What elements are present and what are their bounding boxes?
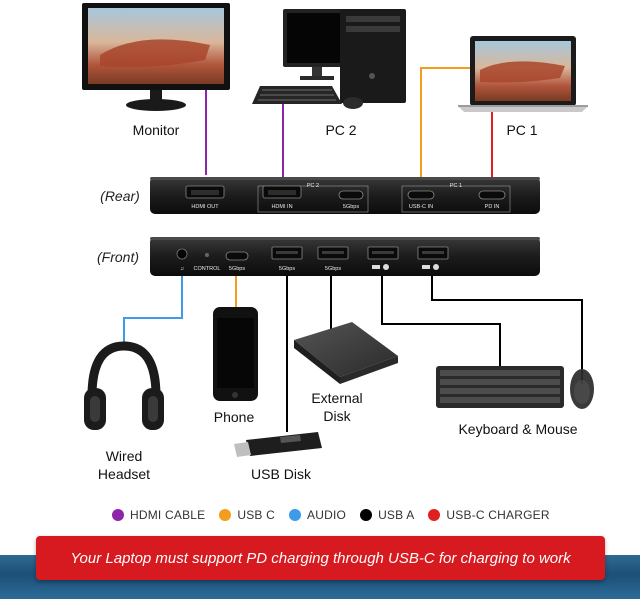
usba-front-port-3 bbox=[367, 246, 399, 260]
label-pc2: PC 2 bbox=[325, 122, 357, 138]
audio-color-dot bbox=[289, 509, 302, 521]
headset-icon bbox=[84, 341, 164, 430]
usbc-5gbps-rear-port bbox=[338, 190, 364, 200]
label-pd-in: PD IN bbox=[485, 204, 500, 210]
cable-usba-keyboard bbox=[381, 276, 501, 366]
hdmi-out-port bbox=[185, 185, 225, 199]
legend-usbc: USB C bbox=[219, 508, 275, 522]
label-hdmi-out: HDMI OUT bbox=[191, 204, 219, 210]
usba-front-port-4 bbox=[417, 246, 449, 260]
label-phone: Phone bbox=[213, 409, 255, 425]
keyboard-icon bbox=[436, 366, 564, 408]
desktop-pc-icon bbox=[252, 9, 406, 109]
cable-legend: HDMI CABLE USB C AUDIO USB A USB-C CHARG… bbox=[112, 508, 564, 522]
label-front: (Front) bbox=[97, 249, 139, 265]
legend-usba-label: USB A bbox=[378, 508, 415, 522]
switch-rear-panel: HDMI OUT PC 2 HDMI IN 5Gbps PC 1 USB-C I… bbox=[150, 177, 540, 214]
legend-charger-label: USB-C CHARGER bbox=[446, 508, 550, 522]
laptop-icon bbox=[458, 36, 588, 112]
label-usb-5gbps-rear: 5Gbps bbox=[343, 204, 359, 210]
legend-audio-label: AUDIO bbox=[307, 508, 347, 522]
label-usbc-front-5gbps: 5Gbps bbox=[229, 266, 245, 272]
legend-usba: USB A bbox=[360, 508, 414, 522]
keyboard-mouse-port-icon-1 bbox=[372, 264, 389, 270]
usba-color-dot bbox=[360, 509, 373, 521]
label-usba-5gbps-2: 5Gbps bbox=[325, 266, 341, 272]
label-pc2-group: PC 2 bbox=[307, 183, 319, 189]
label-headset: Wired Headset bbox=[97, 448, 151, 482]
label-usb-disk: USB Disk bbox=[251, 466, 311, 482]
phone-icon bbox=[213, 307, 258, 401]
audio-jack bbox=[176, 248, 188, 260]
external-disk-icon bbox=[294, 322, 398, 384]
control-button bbox=[205, 253, 209, 257]
cable-audio-headset bbox=[123, 276, 183, 346]
switch-front-panel: ♫ CONTROL 5Gbps 5Gbps 5Gbps bbox=[150, 237, 540, 276]
usbc-color-dot bbox=[219, 509, 232, 521]
label-keyboard-mouse: Keyboard & Mouse bbox=[458, 421, 578, 437]
label-control: CONTROL bbox=[194, 266, 221, 272]
label-external-disk: External Disk bbox=[311, 390, 363, 424]
pd-charging-notice-banner: Your Laptop must support PD charging thr… bbox=[36, 536, 605, 580]
cable-usbc-pc1 bbox=[420, 67, 470, 177]
monitor-icon bbox=[82, 3, 230, 111]
legend-usbc-label: USB C bbox=[237, 508, 276, 522]
mouse-icon bbox=[570, 369, 594, 409]
label-pc1: PC 1 bbox=[506, 122, 538, 138]
label-rear: (Rear) bbox=[100, 188, 140, 204]
hdmi-in-port bbox=[262, 185, 302, 199]
label-hdmi-in: HDMI IN bbox=[271, 204, 292, 210]
legend-hdmi: HDMI CABLE bbox=[112, 508, 205, 522]
hdmi-color-dot bbox=[112, 509, 124, 521]
usbc-in-port bbox=[407, 190, 435, 200]
legend-charger: USB-C CHARGER bbox=[428, 508, 550, 522]
label-monitor: Monitor bbox=[132, 122, 180, 138]
legend-audio: AUDIO bbox=[289, 508, 346, 522]
headphone-icon: ♫ bbox=[180, 266, 184, 272]
keyboard-mouse-port-icon-2 bbox=[422, 264, 439, 270]
label-usbc-in: USB-C IN bbox=[409, 204, 433, 210]
usb-disk-icon bbox=[234, 432, 322, 457]
usba-front-port-1 bbox=[271, 246, 303, 260]
legend-hdmi-label: HDMI CABLE bbox=[130, 508, 206, 522]
pd-in-port bbox=[478, 190, 506, 200]
label-usba-5gbps-1: 5Gbps bbox=[279, 266, 295, 272]
cable-usba-mouse bbox=[431, 276, 583, 370]
label-pc1-group: PC 1 bbox=[450, 183, 462, 189]
usba-front-port-2 bbox=[317, 246, 349, 260]
charger-color-dot bbox=[428, 509, 441, 521]
usbc-front-port bbox=[225, 251, 249, 261]
